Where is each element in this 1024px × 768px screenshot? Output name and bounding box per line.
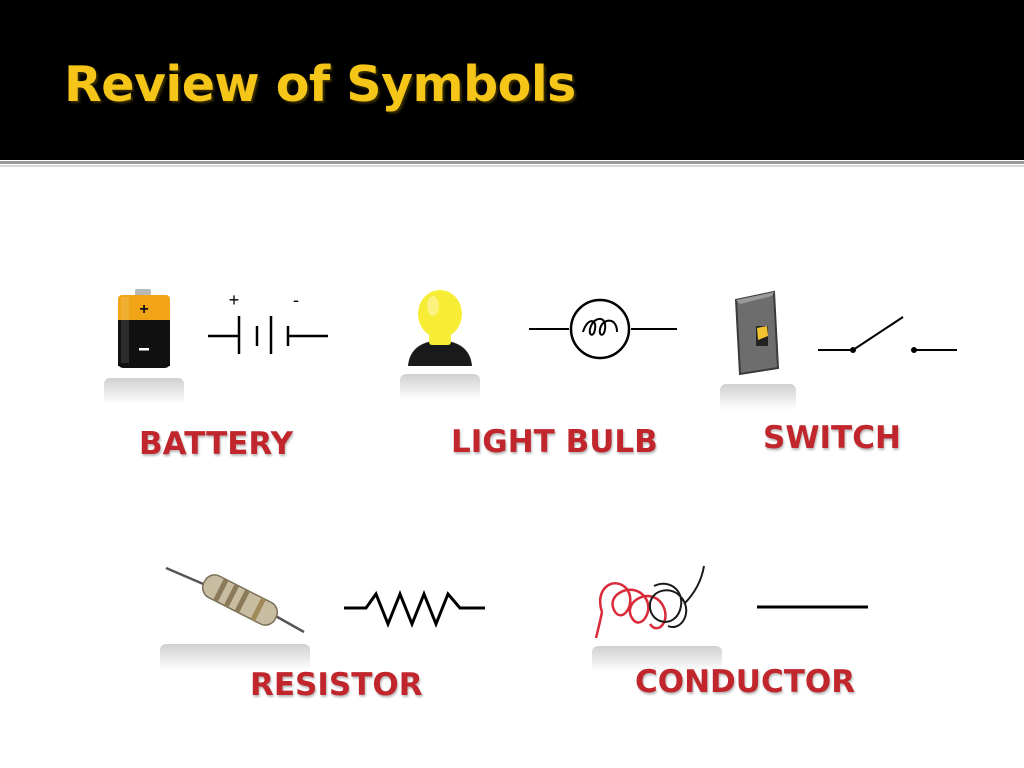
resistor-picture-icon — [165, 566, 305, 634]
resistor-label: RESISTOR — [250, 667, 423, 703]
battery-minus-sign: - — [293, 290, 299, 310]
battery-circuit-symbol: + - — [208, 290, 328, 354]
header-divider — [0, 161, 1024, 164]
switch-label: SWITCH — [763, 420, 901, 456]
battery-picture-icon: + — [118, 289, 170, 368]
light-bulb-picture-icon — [408, 290, 472, 366]
header-divider-shadow — [0, 165, 1024, 167]
conductor-wire-picture-icon — [594, 565, 705, 639]
slide-header: Review of Symbols — [0, 0, 1024, 160]
light-bulb-label: LIGHT BULB — [451, 424, 658, 460]
bulb-image-reflection — [400, 374, 480, 400]
switch-circuit-symbol — [818, 316, 957, 353]
switch-image-reflection — [720, 384, 796, 410]
switch-picture-icon — [734, 290, 780, 376]
svg-text:+: + — [139, 301, 148, 318]
battery-plus-sign: + — [229, 290, 240, 310]
slide-title: Review of Symbols — [64, 56, 576, 113]
battery-label: BATTERY — [139, 426, 294, 462]
resistor-circuit-symbol — [344, 589, 485, 629]
resistor-image-reflection — [160, 644, 310, 670]
conductor-circuit-symbol — [757, 605, 868, 609]
conductor-image-reflection — [592, 646, 722, 672]
battery-image-reflection — [104, 378, 184, 404]
light-bulb-circuit-symbol — [529, 298, 677, 360]
conductor-label: CONDUCTOR — [635, 664, 856, 700]
